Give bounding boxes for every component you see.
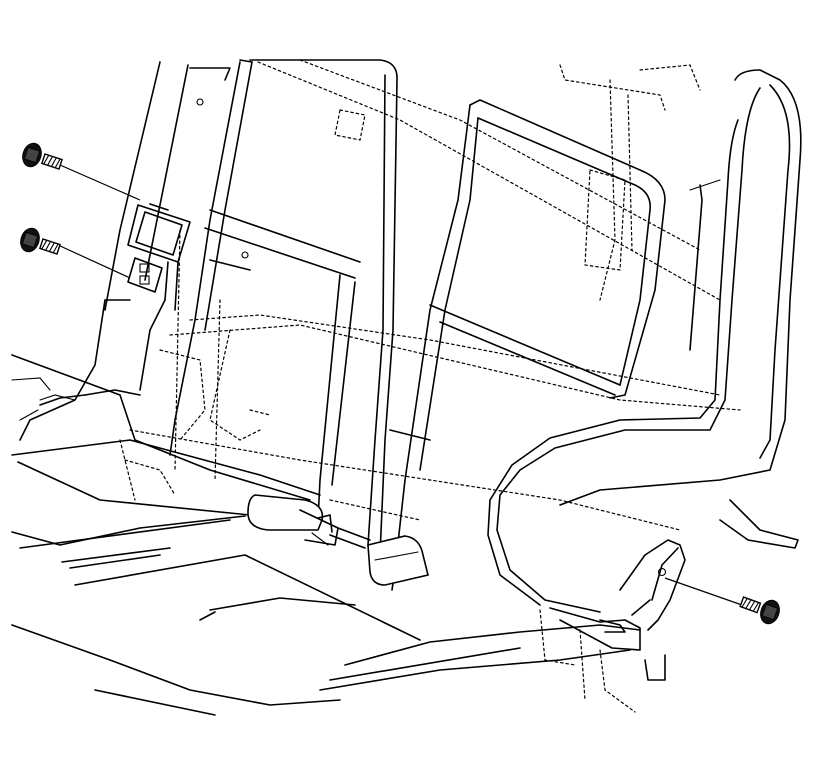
seat-hinge-bracket bbox=[549, 539, 686, 681]
hidden-lines bbox=[119, 59, 741, 713]
bolt-icon bbox=[739, 596, 780, 625]
leader-lines bbox=[57, 164, 743, 606]
bolt-icon bbox=[20, 227, 61, 255]
leader-line-upper bbox=[59, 164, 141, 201]
seat-belt-buckle-left bbox=[247, 494, 339, 546]
side-trim-panel bbox=[11, 61, 253, 456]
leader-line-middle bbox=[57, 244, 131, 279]
seat-belt-buckle-right bbox=[329, 527, 429, 586]
bolt-icon bbox=[22, 142, 63, 170]
seat-back-right bbox=[487, 69, 802, 613]
leader-line-lower bbox=[664, 577, 743, 606]
seat-cushion bbox=[11, 354, 641, 716]
seat-back-center bbox=[204, 59, 398, 556]
seat-belt-anchor bbox=[39, 203, 191, 406]
